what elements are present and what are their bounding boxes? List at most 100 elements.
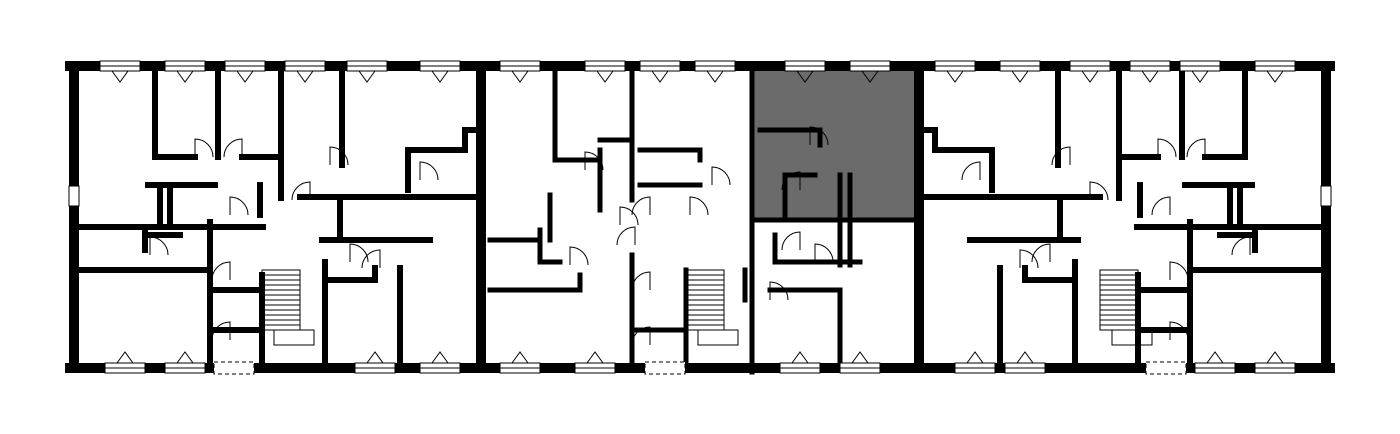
wall	[462, 127, 468, 153]
window-sash	[851, 351, 869, 364]
door-swing	[781, 171, 801, 191]
door-swing	[961, 161, 981, 181]
wall	[767, 287, 843, 293]
wall	[142, 224, 148, 253]
stair-landing	[697, 329, 739, 346]
wall	[339, 67, 345, 168]
wall	[297, 194, 479, 200]
wall	[597, 137, 635, 143]
wall	[817, 127, 823, 148]
wall	[629, 67, 635, 203]
wall	[1202, 154, 1248, 160]
window-sash	[116, 351, 134, 364]
door-swing	[631, 326, 651, 346]
wall	[487, 287, 583, 293]
entrance	[644, 361, 686, 375]
window-sash	[651, 70, 669, 83]
door-swing	[149, 236, 169, 256]
door-swing	[1169, 321, 1189, 341]
wall	[152, 154, 198, 160]
wall	[932, 127, 938, 153]
wall	[1022, 265, 1028, 283]
window-sash	[1141, 70, 1159, 83]
door-swing	[711, 166, 731, 186]
window-sash	[511, 351, 529, 364]
door-swing	[329, 146, 349, 166]
wall	[142, 232, 183, 238]
wall	[1187, 219, 1193, 371]
door-swing	[211, 321, 231, 341]
wall	[629, 327, 689, 333]
wall	[577, 272, 583, 293]
highlighted-apartment[interactable]	[752, 66, 918, 218]
window-sash	[176, 351, 194, 364]
door-swing	[689, 196, 709, 216]
wall	[989, 147, 995, 193]
door-swing	[584, 151, 604, 171]
wall	[1055, 67, 1061, 168]
door-swing	[349, 243, 369, 263]
wall	[749, 217, 922, 223]
wall	[837, 287, 843, 371]
door-swing	[229, 196, 249, 216]
window-sash	[596, 70, 614, 83]
windows	[68, 60, 1332, 375]
wall	[69, 61, 79, 373]
wall	[476, 61, 486, 373]
wall	[462, 127, 481, 133]
window-sash	[1016, 351, 1034, 364]
door-swing	[814, 243, 834, 263]
wall	[782, 172, 788, 223]
window-sash	[861, 70, 879, 83]
wall	[1321, 61, 1331, 373]
door-swing	[781, 231, 801, 251]
wall	[1116, 67, 1122, 201]
window-sash	[431, 351, 449, 364]
wall	[742, 267, 748, 303]
door-swing	[1051, 146, 1071, 166]
wall	[552, 157, 603, 163]
window-sash	[1266, 70, 1284, 83]
door-swing	[809, 126, 829, 146]
wall	[637, 147, 703, 153]
door-swing	[194, 138, 214, 158]
wall	[921, 194, 1103, 200]
window-sash	[791, 351, 809, 364]
wall	[1022, 277, 1073, 283]
stair-landing	[1111, 329, 1153, 346]
door-swing	[1186, 138, 1206, 158]
wall	[772, 232, 778, 265]
wall	[1119, 154, 1161, 160]
door-swing	[631, 271, 651, 291]
wall	[967, 237, 1081, 243]
wall	[405, 147, 468, 153]
wall	[919, 127, 938, 133]
window-sash	[1191, 70, 1209, 83]
window-sash	[236, 70, 254, 83]
wall	[207, 287, 265, 293]
wall	[772, 259, 863, 265]
door-swing	[1031, 243, 1051, 263]
stairwells	[261, 269, 1153, 346]
wall	[597, 147, 603, 213]
door-swing	[616, 226, 636, 246]
wall	[847, 172, 853, 268]
wall	[1242, 67, 1248, 160]
window-sash	[1011, 70, 1029, 83]
walls	[65, 61, 1335, 375]
window-sash	[1266, 351, 1284, 364]
wall	[757, 127, 823, 133]
wall	[537, 259, 563, 265]
door-swing	[619, 206, 639, 226]
door-swing	[1169, 261, 1189, 281]
stair-landing	[273, 329, 315, 346]
wall	[145, 182, 218, 188]
entrance	[1145, 361, 1187, 375]
wall	[487, 237, 543, 243]
window-sash	[296, 70, 314, 83]
window	[68, 185, 80, 207]
wall	[65, 363, 1335, 373]
door-swing	[211, 261, 231, 281]
wall	[239, 154, 281, 160]
wall	[207, 327, 265, 333]
